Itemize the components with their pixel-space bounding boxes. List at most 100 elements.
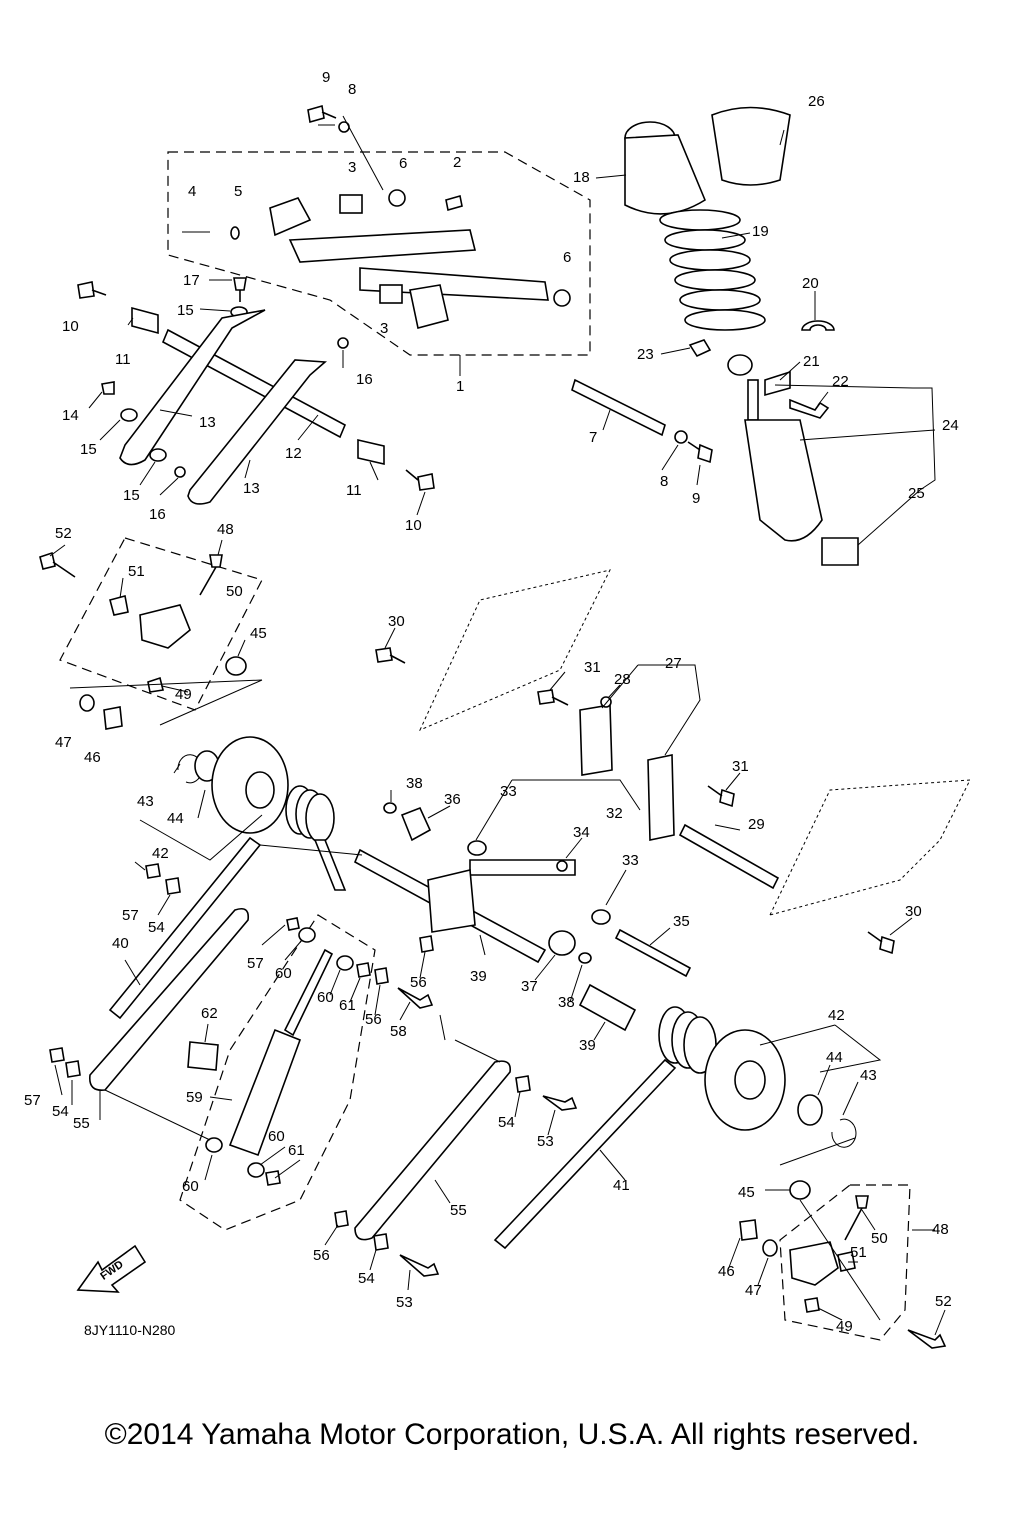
bushing-33b (591, 909, 611, 925)
callout-c17: 17 (183, 272, 200, 289)
callout-c6a: 6 (399, 155, 407, 172)
callout-c56a: 56 (365, 1011, 382, 1028)
shock-top-eye (727, 354, 753, 376)
bushing-11-right (357, 438, 385, 466)
callout-c60c: 60 (268, 1128, 285, 1145)
callout-c38b: 38 (558, 994, 575, 1011)
nut-57c (49, 1047, 65, 1063)
shock-body-25 (744, 419, 823, 542)
bolt-30b (867, 931, 895, 955)
callout-c53b: 53 (396, 1294, 413, 1311)
bolt-31b (707, 785, 735, 808)
bolt-50-right (844, 1195, 869, 1241)
group-box-59 (179, 914, 376, 1231)
callout-c43b: 43 (860, 1067, 877, 1084)
collar-45-left (225, 656, 247, 676)
bolt-30a (375, 647, 406, 664)
spring-seat-20 (801, 320, 835, 331)
bolt-9-lower (687, 441, 713, 464)
callout-c30b: 30 (905, 903, 922, 920)
bracket-27b (647, 754, 675, 841)
forward-arrow-icon: FWD (76, 1244, 147, 1293)
callout-c52a: 52 (55, 525, 72, 542)
spring-cover-26 (711, 106, 791, 186)
callout-c36: 36 (444, 791, 461, 808)
washer-38a (383, 802, 397, 814)
callout-c56b: 56 (410, 974, 427, 991)
callout-c3b: 3 (380, 320, 388, 337)
washer-15b (120, 408, 138, 422)
collar-56a (374, 967, 389, 985)
torsion-spring-left (285, 785, 347, 891)
collar-54b (65, 1060, 81, 1078)
shaft-29 (678, 823, 780, 890)
callout-c3a: 3 (348, 159, 356, 176)
callout-c57c: 57 (24, 1092, 41, 1109)
bolt-50-left (199, 554, 223, 596)
bolt-22 (789, 398, 830, 419)
collar-60b (336, 955, 354, 971)
callout-c61a: 61 (339, 997, 356, 1014)
callout-c7: 7 (589, 429, 597, 446)
callout-c9a: 9 (322, 69, 330, 86)
callout-c57b: 57 (247, 955, 264, 972)
collar-6b (553, 289, 571, 307)
arm-left-plate (269, 197, 312, 237)
callout-c37: 37 (521, 978, 538, 995)
collar-60a (298, 927, 316, 943)
callout-c54a: 54 (148, 919, 165, 936)
bolt-53b (399, 1254, 440, 1277)
washer-8-lower (674, 430, 688, 444)
callout-c45b: 45 (738, 1184, 755, 1201)
washer-47-left (79, 694, 95, 712)
shock-rod-59 (283, 948, 334, 1037)
collar-46-right (739, 1219, 758, 1241)
callout-c9b: 9 (692, 490, 700, 507)
callout-c26: 26 (808, 93, 825, 110)
callout-c5: 5 (234, 183, 242, 200)
bumper-18 (624, 134, 706, 215)
callout-c47b: 47 (745, 1282, 762, 1299)
callout-c48a: 48 (217, 521, 234, 538)
link-55-left (88, 907, 250, 1092)
callout-c52b: 52 (935, 1293, 952, 1310)
callout-c54d: 54 (358, 1270, 375, 1287)
callout-c55a: 55 (73, 1115, 90, 1132)
callout-c15a: 15 (177, 302, 194, 319)
bolt-52-left (39, 551, 76, 578)
callout-c41: 41 (613, 1177, 630, 1194)
callout-c39b: 39 (579, 1037, 596, 1054)
callout-c2: 2 (453, 154, 461, 171)
callout-c1: 1 (456, 378, 464, 395)
collar-46-left (103, 706, 123, 730)
collar-60c (205, 1137, 223, 1153)
nut-57b (286, 917, 300, 931)
callout-c44a: 44 (167, 810, 184, 827)
collar-54c (515, 1075, 531, 1093)
callout-c28: 28 (614, 671, 631, 688)
collar-56c (334, 1210, 349, 1228)
callout-c18: 18 (573, 169, 590, 186)
nut-16-lower (174, 466, 186, 478)
callout-c38a: 38 (406, 775, 423, 792)
callout-c35: 35 (673, 913, 690, 930)
arm-right-plate (409, 284, 449, 329)
callout-c15c: 15 (123, 487, 140, 504)
washer-15c (149, 448, 167, 462)
callout-c33a: 33 (500, 783, 517, 800)
collar-21 (764, 370, 791, 397)
nut-49-left (147, 676, 164, 693)
rear-arm-assembly (182, 189, 571, 329)
bolt-10-lower (405, 469, 435, 491)
bolt-31a (537, 689, 569, 706)
callout-c55b: 55 (450, 1202, 467, 1219)
callout-c60a: 60 (275, 965, 292, 982)
callout-c57a: 57 (122, 907, 139, 924)
nut-16-upper (337, 337, 349, 349)
shock-rod (747, 379, 759, 421)
callout-c8a: 8 (348, 81, 356, 98)
callout-c61b: 61 (288, 1142, 305, 1159)
callout-c47a: 47 (55, 734, 72, 751)
arm-bushing-3b (379, 284, 403, 304)
